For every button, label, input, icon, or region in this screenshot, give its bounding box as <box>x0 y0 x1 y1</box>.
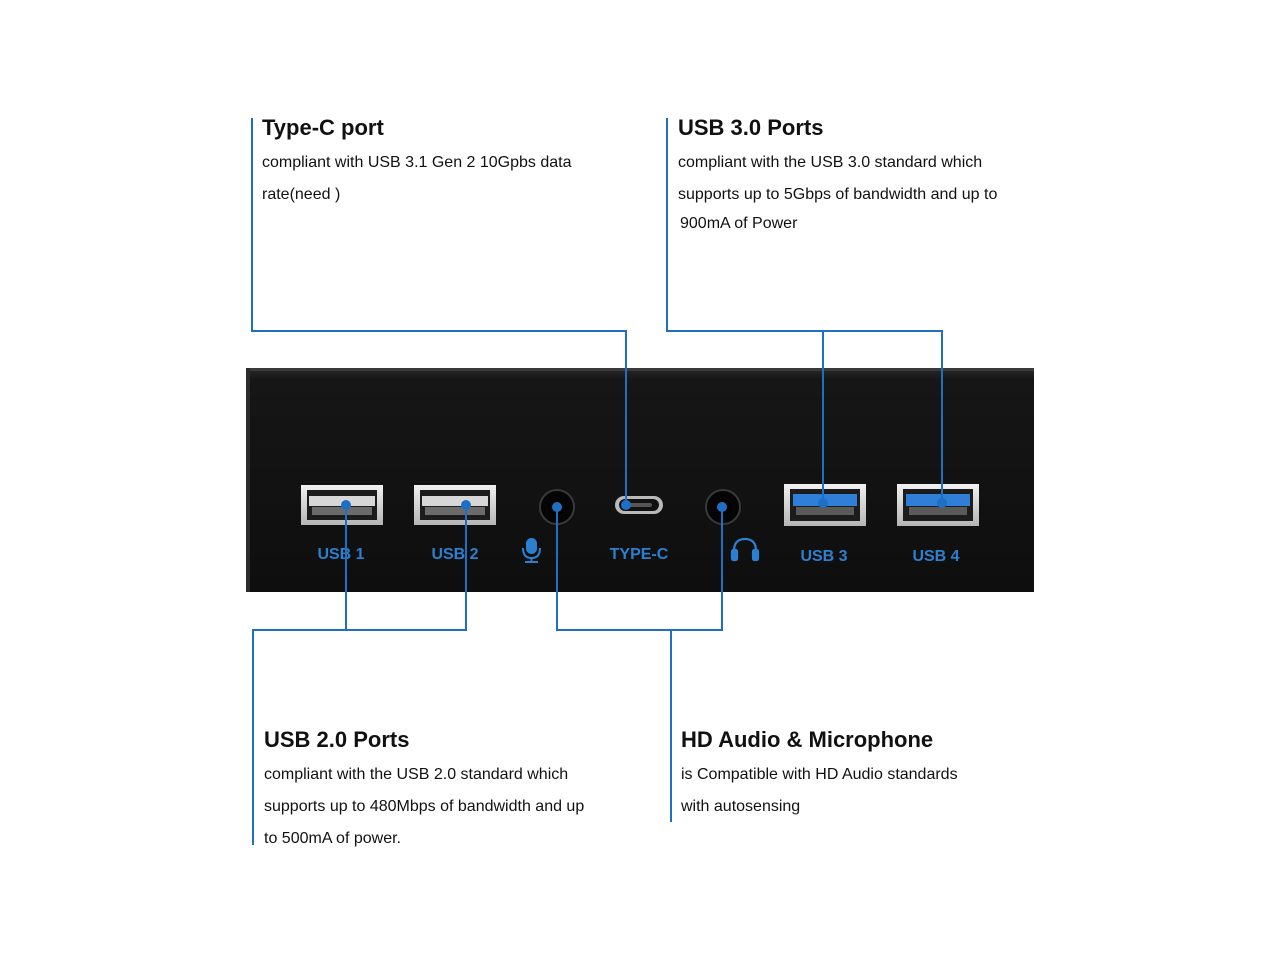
typec-callout-line: rate(need ) <box>262 186 341 203</box>
usb3-callout-line: compliant with the USB 3.0 standard whic… <box>678 154 983 171</box>
typec-callout: Type-C port compliant with USB 3.1 Gen 2… <box>262 115 572 211</box>
usb2-leader-line <box>252 505 467 845</box>
usb2-label: USB 2 <box>431 546 478 563</box>
audio-callout-line: is Compatible with HD Audio standards <box>681 766 958 783</box>
typec-callout-line: compliant with USB 3.1 Gen 2 10Gpbs data <box>262 154 572 171</box>
audio-callout-line: with autosensing <box>681 798 801 815</box>
audio-callout-body: is Compatible with HD Audio standards wi… <box>681 759 958 823</box>
headphone-icon <box>730 537 760 562</box>
mic-dot <box>552 502 562 512</box>
usb4-label: USB 4 <box>912 548 959 565</box>
panel-left-edge <box>246 368 250 592</box>
usb2-callout-body: compliant with the USB 2.0 standard whic… <box>264 759 584 855</box>
leader-dots <box>341 498 947 512</box>
headphone-dot <box>717 502 727 512</box>
audio-callout: HD Audio & Microphone is Compatible with… <box>681 727 958 823</box>
microphone-icon <box>522 538 541 563</box>
usb2-callout-line: to 500mA of power. <box>264 830 401 847</box>
usb2-callout-line: supports up to 480Mbps of bandwidth and … <box>264 798 585 815</box>
usb2-port <box>414 485 496 525</box>
usb2-callout-title: USB 2.0 Ports <box>264 727 410 752</box>
typec-leader-line <box>251 118 627 505</box>
usb4-dot <box>937 498 947 508</box>
usb3-callout-line: 900mA of Power <box>680 215 798 232</box>
typec-callout-body: compliant with USB 3.1 Gen 2 10Gpbs data… <box>262 147 572 211</box>
usb2-callout: USB 2.0 Ports compliant with the USB 2.0… <box>264 727 584 855</box>
panel-body <box>246 368 1034 592</box>
usb3-callout-body: compliant with the USB 3.0 standard whic… <box>678 147 997 237</box>
usb3-dot <box>818 498 828 508</box>
typec-callout-title: Type-C port <box>262 115 384 140</box>
usb3-leader-line <box>666 118 943 503</box>
usb2-callout-line: compliant with the USB 2.0 standard whic… <box>264 766 569 783</box>
usb1-dot <box>341 500 351 510</box>
panel-top-edge <box>246 368 1034 371</box>
usb2-dot <box>461 500 471 510</box>
usb1-label: USB 1 <box>317 546 364 563</box>
usb3-callout: USB 3.0 Ports compliant with the USB 3.0… <box>678 115 997 237</box>
front-panel <box>246 368 1034 592</box>
usb3-label: USB 3 <box>800 548 847 565</box>
audio-leader-line <box>556 507 723 631</box>
typec-dot <box>621 500 631 510</box>
typec-label: TYPE-C <box>610 546 669 563</box>
usb3-callout-title: USB 3.0 Ports <box>678 115 824 140</box>
leader-lines <box>251 118 943 845</box>
audio-callout-title: HD Audio & Microphone <box>681 727 934 752</box>
usb3-callout-line: supports up to 5Gbps of bandwidth and up… <box>678 186 998 203</box>
